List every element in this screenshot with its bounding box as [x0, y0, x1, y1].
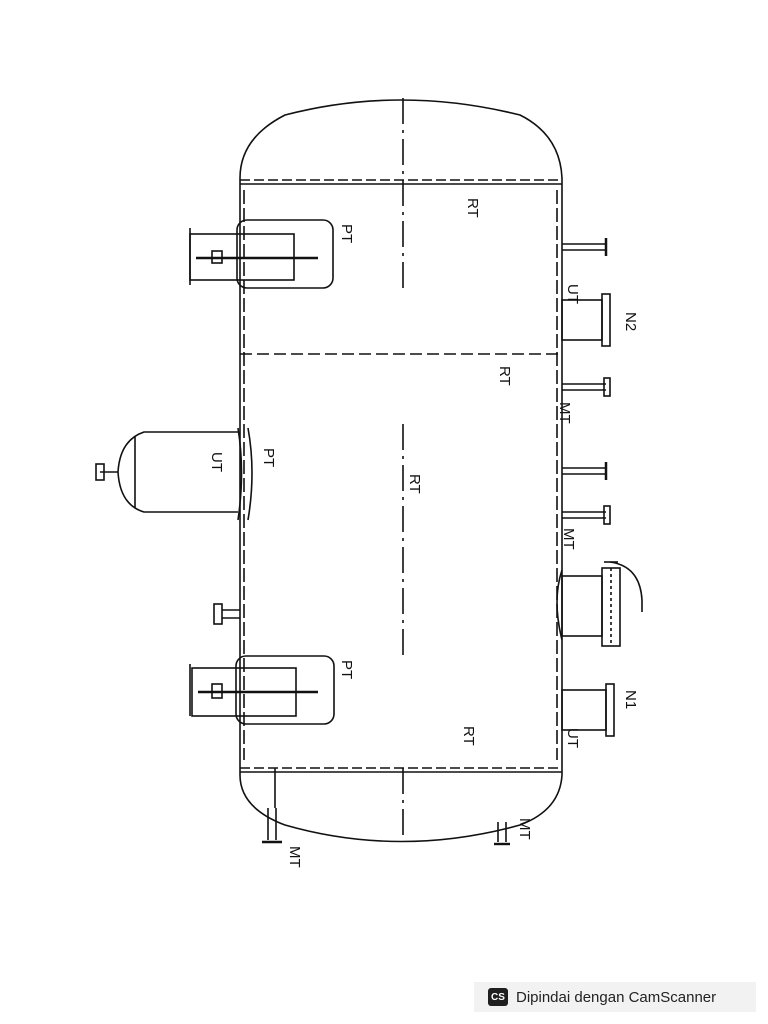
- label-rt-top: RT: [464, 198, 481, 218]
- label-pt-mid: PT: [260, 448, 277, 467]
- small-nozzle-right-2: [562, 377, 611, 397]
- label-ut-mid: UT: [208, 452, 225, 472]
- manway-top-left: [189, 219, 334, 289]
- dome-nozzle-left: [95, 427, 253, 521]
- label-rt-center: RT: [406, 474, 423, 494]
- label-n1: N1: [622, 690, 639, 709]
- label-mt-upper: MT: [556, 402, 573, 424]
- camscanner-logo-icon: CS: [488, 988, 508, 1006]
- head-nozzle-bottom-right: [494, 822, 510, 846]
- label-mt-lower: MT: [560, 528, 577, 550]
- small-nozzle-right-4: [562, 505, 611, 525]
- vessel-shell-outline: [239, 99, 563, 843]
- label-n2: N2: [622, 312, 639, 331]
- label-pt-top: PT: [338, 224, 355, 243]
- nozzle-n2: [561, 293, 611, 347]
- small-nozzle-right-3: [562, 462, 608, 480]
- label-ut-bottom: UT: [564, 728, 581, 748]
- nozzle-n1: [561, 683, 615, 737]
- camscanner-text: Dipindai dengan CamScanner: [516, 988, 717, 1006]
- label-pt-bottom: PT: [338, 660, 355, 679]
- label-ut-top: UT: [564, 284, 581, 304]
- label-mt-bottom-right: MT: [516, 818, 533, 840]
- small-nozzle-left: [213, 603, 240, 625]
- small-nozzle-right-1: [562, 238, 608, 256]
- manway-bottom-left: [189, 655, 335, 725]
- manhole-right: [556, 561, 643, 647]
- head-nozzle-bottom-left: [262, 808, 282, 844]
- label-rt-bottom: RT: [460, 726, 477, 746]
- label-mt-bottom-left: MT: [286, 846, 303, 868]
- camscanner-watermark: CS Dipindai dengan CamScanner: [474, 982, 756, 1012]
- label-rt-upper-mid: RT: [496, 366, 513, 386]
